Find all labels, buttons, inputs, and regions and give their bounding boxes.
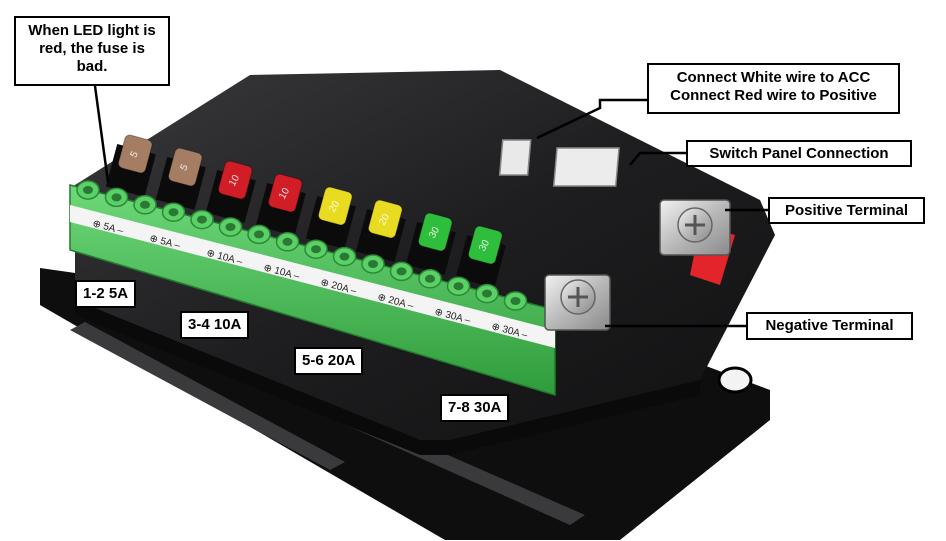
terminal-screw-hole [453, 282, 464, 291]
terminal-screw-hole [254, 230, 264, 239]
led-note-callout: When LED light is red, the fuse is bad. [14, 16, 170, 86]
positive-screw-slot [685, 215, 705, 235]
fuse-6: 20 [355, 199, 406, 262]
fuse-rating-text: 10 [277, 186, 292, 202]
terminal-screw-hole [168, 208, 179, 217]
fuse-row: 5 5 10 10 20 20 30 30 [105, 134, 506, 288]
switch-panel-text: Switch Panel Connection [709, 145, 889, 162]
led-note-text: When LED light is red, the fuse is bad. [28, 22, 156, 75]
fuse-2: 5 [155, 147, 206, 210]
terminal-screw-hole [368, 260, 378, 268]
fuse-rating-text: 20 [327, 199, 342, 215]
acc-line-2: Connect Red wire to Positive [670, 87, 877, 104]
fuse-rating-text: 5 [178, 162, 191, 173]
positive-terminal-callout: Positive Terminal [768, 197, 925, 224]
switch-panel-connector [552, 147, 620, 187]
terminal-screw-hole [111, 193, 122, 202]
leader-switch [629, 151, 686, 166]
terminal-screw-row [76, 180, 528, 311]
fuse-3: 10 [205, 160, 256, 223]
terminal-screw-hole [425, 274, 435, 283]
fuse-rating-text: 30 [427, 225, 442, 241]
terminal-strip-face [70, 205, 555, 348]
fuse-5: 20 [305, 186, 356, 249]
leader-acc [536, 98, 647, 140]
fuse-rating-text: 5 [128, 149, 141, 160]
terminal-screw-hole [197, 215, 207, 224]
terminal-screw-hole [83, 186, 93, 194]
positive-terminal-text: Positive Terminal [784, 202, 909, 219]
terminal-screw-hole [282, 237, 293, 246]
negative-terminal-callout: Negative Terminal [746, 312, 913, 340]
fuse-rating-text: 10 [227, 173, 242, 189]
fuse-1: 5 [105, 134, 156, 197]
terminal-screw-hole [140, 200, 150, 209]
terminal-screw-hole [339, 252, 350, 261]
fuse-rating-text: 30 [477, 238, 492, 254]
switch-panel-callout: Switch Panel Connection [686, 140, 912, 167]
leader-led [93, 85, 110, 183]
fuse-rating-text: 20 [377, 212, 392, 228]
fuse-group-label: 3-4 10A [180, 311, 250, 339]
terminal-screw-hole [396, 267, 407, 276]
fuse-group-label: 5-6 20A [294, 347, 364, 375]
fuse-7: 30 [405, 212, 456, 275]
terminal-screw-hole [482, 289, 492, 298]
acc-wiring-callout: Connect White wire to ACC Connect Red wi… [647, 63, 900, 114]
fuse-8: 30 [455, 225, 506, 288]
fuse-4: 10 [255, 173, 306, 236]
mount-hole [717, 366, 753, 394]
acc-line-1: Connect White wire to ACC [676, 69, 871, 86]
terminal-screw-hole [311, 245, 321, 254]
terminal-screw-hole [510, 297, 521, 305]
terminal-screw-hole [225, 223, 236, 231]
negative-screw-slot [568, 287, 588, 307]
acc-connector [498, 139, 532, 176]
base-slot-1 [70, 322, 345, 470]
fuse-group-label: 1-2 5A [75, 280, 137, 308]
negative-terminal-text: Negative Terminal [765, 317, 894, 334]
fuse-group-label: 7-8 30A [440, 394, 510, 422]
